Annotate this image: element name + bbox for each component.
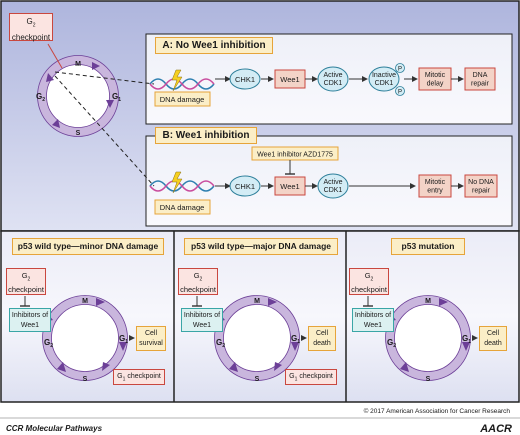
phospho-bottom-label: P: [398, 90, 402, 96]
no-dna-repair-box: [464, 174, 498, 198]
active-cdk1-line2-a: CDK1: [324, 80, 343, 87]
phase-g2-label: G2: [36, 92, 45, 103]
panel-a-title: A: No Wee1 inhibition: [155, 37, 273, 54]
inactive-cdk1-node-a: [368, 66, 400, 92]
mitotic-delay-line1: Mitotic: [425, 72, 446, 79]
panel-b-title: B: Wee1 inhibition: [155, 127, 257, 144]
active-cdk1-node-b: [317, 173, 349, 199]
bottom-panel-3-title: p53 mutation: [391, 238, 465, 255]
aacr-logo: AACR: [479, 423, 512, 435]
no-dna-repair-line2: repair: [472, 188, 491, 195]
dna-repair-line2: repair: [471, 81, 490, 88]
copyright-text: © 2017 American Association for Cancer R…: [364, 407, 511, 415]
phospho-bottom-icon: [395, 86, 405, 96]
top-cell-cycle: M S G2 G1: [36, 55, 121, 137]
dna-repair-box: [464, 67, 496, 91]
phospho-top-label: P: [398, 67, 402, 73]
dna-damage-box-b: [154, 199, 211, 215]
bottom-panel-2: M S G2 G1: [192, 295, 307, 383]
inactive-cdk1-line2-a: CDK1: [375, 80, 394, 87]
panel-a-pathway: DNA damage CHK1 Wee1 Active CDK1 Inactiv…: [154, 63, 496, 107]
bottom-panel-2-title: p53 wild type—major DNA damage: [184, 238, 338, 255]
g1-checkpoint-box-1: G1 checkpoint: [113, 369, 165, 385]
chk1-label-a: CHK1: [235, 75, 255, 84]
mitotic-entry-line2: entry: [427, 188, 443, 195]
dna-repair-line1: DNA: [473, 72, 488, 79]
wee1-inhibitor-label: Wee1 inhibitor AZD1775: [257, 152, 333, 159]
phase-g2-label-1: G2: [44, 338, 53, 349]
wee1-label-b: Wee1: [280, 182, 299, 191]
wee1-inhibitor-box: [251, 146, 339, 161]
panel-b-pathway: DNA damage Wee1 inhibitor AZD1775 CHK1 W…: [154, 146, 498, 215]
bottom-panel-1-title: p53 wild type—minor DNA damage: [12, 238, 164, 255]
journal-name: CCR Molecular Pathways: [6, 424, 103, 433]
phase-s-label: S: [76, 130, 81, 137]
active-cdk1-line1-b: Active: [323, 179, 342, 186]
chk1-node-a: [229, 68, 261, 90]
dna-helix-a-icon: [149, 69, 215, 92]
active-cdk1-line1-a: Active: [323, 72, 342, 79]
g2-checkpoint-g: G2: [26, 17, 36, 29]
bottom-panel-3: M S G2 G1: [363, 295, 478, 383]
phospho-top-icon: [395, 63, 405, 73]
phase-m-label-2: M: [254, 298, 260, 305]
mitotic-delay-line2: delay: [427, 81, 444, 88]
phase-m-label: M: [75, 61, 81, 68]
dna-helix-b-icon: [149, 171, 215, 194]
phase-m-label-1: M: [82, 298, 88, 305]
mitotic-entry-line1: Mitotic: [425, 179, 446, 186]
wee1-label-a: Wee1: [280, 75, 299, 84]
phase-g1-label: G1: [112, 92, 121, 103]
phase-s-label-3: S: [426, 376, 431, 383]
no-dna-repair-line1: No DNA: [468, 179, 494, 186]
dna-damage-label-b: DNA damage: [160, 203, 205, 212]
phase-g1-label-2: G1: [291, 334, 300, 345]
phase-g1-label-1: G1: [119, 334, 128, 345]
active-cdk1-line2-b: CDK1: [324, 187, 343, 194]
phase-g2-label-3: G2: [387, 338, 396, 349]
active-cdk1-node-a: [317, 66, 349, 92]
inactive-cdk1-line1-a: Inactive: [372, 72, 396, 79]
phase-g1-label-3: G1: [462, 334, 471, 345]
phase-g2-label-2: G2: [216, 338, 225, 349]
g1-checkpoint-box-2: G1 checkpoint: [285, 369, 337, 385]
chk1-label-b: CHK1: [235, 182, 255, 191]
phase-s-label-1: S: [83, 376, 88, 383]
g2-checkpoint-text: checkpoint: [11, 32, 51, 42]
dna-damage-label-a: DNA damage: [160, 95, 205, 104]
dna-damage-box-a: [154, 91, 211, 107]
bottom-panel-1: M S G2 G1: [20, 295, 135, 383]
phase-m-label-3: M: [425, 298, 431, 305]
phase-s-label-2: S: [255, 376, 260, 383]
g2-checkpoint-label-top: G2 checkpoint: [9, 13, 53, 42]
chk1-node-b: [229, 175, 261, 197]
